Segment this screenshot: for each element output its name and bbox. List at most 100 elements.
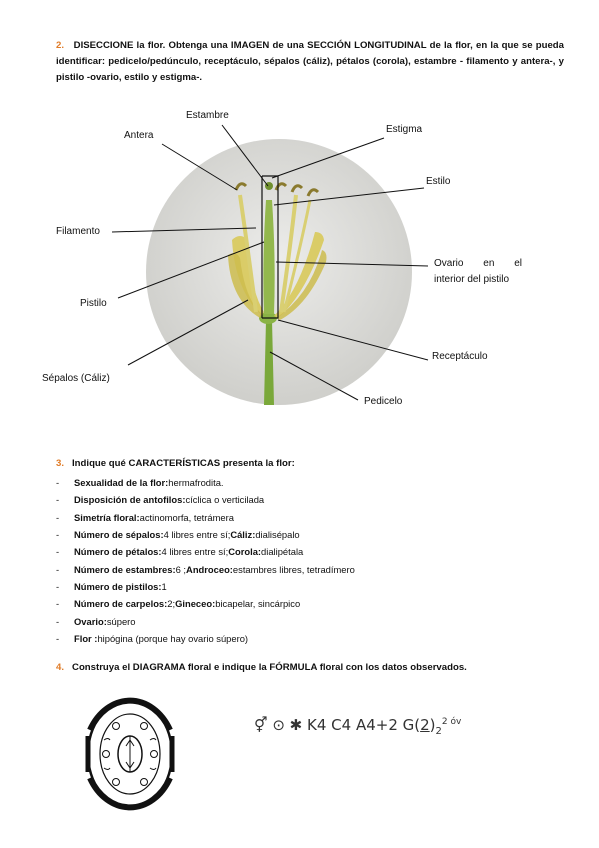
right-petal — [276, 250, 327, 320]
list-item: -Número de pétalos: 4 libres entre sí; C… — [56, 546, 304, 558]
item-value: súpero — [106, 615, 136, 627]
left-sepal — [232, 236, 264, 316]
diagram-stamen — [112, 722, 120, 730]
stamen-filament-right — [279, 194, 298, 313]
line-estilo — [273, 187, 425, 206]
item-value-2: dialisépalo — [255, 529, 300, 541]
item-value: 2; — [167, 598, 176, 610]
item-value: cíclica o verticilada — [185, 494, 265, 506]
symmetry-icon: ⊙ ✱ — [272, 716, 303, 734]
section-2-text: DISECCIONE la flor. Obtenga una IMAGEN d… — [56, 40, 564, 83]
item-value-2: bicapelar, sincárpico — [215, 598, 301, 610]
section-2-number: 2. — [56, 40, 65, 51]
item-key: Sexualidad de la flor: — [74, 477, 169, 489]
label-pedicelo: Pedicelo — [364, 396, 403, 407]
list-item: -Simetría floral: actinomorfa, tetrámera — [56, 511, 234, 523]
list-item: -Disposición de antofilos: cíclica o ver… — [56, 494, 265, 506]
section-4-title-text: Construya el DIAGRAMA floral e indique l… — [72, 662, 467, 673]
item-value: actinomorfa, tetrámera — [139, 511, 234, 523]
item-key: Número de estambres: — [74, 563, 176, 575]
line-pistilo — [117, 241, 265, 299]
hermaphrodite-icon: ⚥ — [254, 716, 268, 734]
anther-center — [274, 182, 288, 191]
formula-close: ) — [429, 716, 436, 734]
formula-carpels: 2 — [420, 716, 430, 734]
floral-diagram — [85, 697, 175, 811]
stamen-filament-left — [238, 194, 258, 313]
diagram-stamen — [140, 722, 148, 730]
left-petal — [228, 253, 262, 318]
list-item: -Número de sépalos: 4 libres entre sí; C… — [56, 529, 300, 541]
label-ovario-el: el — [514, 258, 522, 269]
anther-right-2 — [306, 188, 320, 197]
label-ovario-word: Ovario — [434, 258, 464, 269]
pistil-bracket — [261, 175, 279, 319]
pistil-shape — [263, 200, 275, 314]
diagram-stamen — [102, 750, 110, 758]
item-key: Número de sépalos: — [74, 529, 164, 541]
diagram-sepal-top — [87, 697, 173, 732]
label-receptaculo: Receptáculo — [432, 351, 488, 362]
item-key: Número de carpelos: — [74, 598, 168, 610]
item-value-2: dialipétala — [261, 546, 304, 558]
label-ovario-line2: interior del pistilo — [434, 274, 510, 285]
right-sepal — [274, 232, 324, 318]
item-key: Ovario: — [74, 615, 107, 627]
item-value: 6 ; — [175, 563, 187, 575]
item-value: 4 libres entre sí; — [161, 546, 229, 558]
diagram-arrows — [125, 739, 135, 769]
item-key-2: Corola: — [228, 546, 262, 558]
list-item: -Número de pistilos: 1 — [56, 580, 167, 592]
floral-formula: ⚥ ⊙ ✱ K4 C4 A4+2 G(2)22 óv — [254, 716, 461, 737]
list-item: -Sexualidad de la flor: hermafrodita. — [56, 477, 224, 489]
label-ovario-en: en — [483, 258, 495, 269]
label-filamento: Filamento — [56, 226, 100, 237]
item-key: Número de pétalos: — [74, 546, 162, 558]
diagram-petals — [103, 738, 157, 770]
line-estigma — [271, 137, 385, 179]
formula-sup: 2 óv — [441, 717, 462, 727]
diagram-stamen — [140, 778, 148, 786]
item-key: Disposición de antofilos: — [74, 494, 186, 506]
diagram-petal-ring — [99, 713, 161, 795]
anther-right — [290, 184, 304, 193]
item-value: hermafrodita. — [168, 477, 224, 489]
item-key: Flor : — [74, 632, 98, 644]
list-item: -Número de estambres: 6 ; Androceo: esta… — [56, 563, 355, 575]
line-pedicelo — [269, 351, 359, 401]
line-receptaculo — [277, 319, 429, 361]
stamen-filament-right-2 — [282, 199, 312, 313]
label-sepalos: Sépalos (Cáliz) — [42, 373, 110, 384]
line-filamento — [111, 227, 257, 233]
section-4-number: 4. — [56, 662, 65, 673]
line-antera — [161, 143, 238, 191]
anther-left — [234, 182, 248, 191]
label-estambre: Estambre — [186, 110, 229, 121]
item-key-2: Gineceo: — [175, 598, 216, 610]
item-value: 1 — [161, 580, 167, 592]
label-antera: Antera — [124, 130, 154, 141]
item-value: hipógina (porque hay ovario súpero) — [97, 632, 249, 644]
formula-main: K4 C4 A4+2 G( — [307, 716, 421, 734]
list-item: -Ovario: súpero — [56, 615, 136, 627]
section-3-title: 3. Indique qué CARACTERÍSTICAS presenta … — [56, 458, 295, 469]
characteristics-list: -Sexualidad de la flor: hermafrodita. -D… — [56, 474, 355, 647]
list-item: -Flor : hipógina (porque hay ovario súpe… — [56, 632, 249, 644]
diagram-sepal-bottom — [87, 776, 173, 811]
line-sepalos — [127, 299, 249, 366]
diagram-stamen — [150, 750, 158, 758]
section-4-title: 4. Construya el DIAGRAMA floral e indiqu… — [56, 662, 467, 673]
section-2-paragraph: 2. DISECCIONE la flor. Obtenga una IMAGE… — [56, 38, 564, 86]
pedicel-shape — [264, 320, 274, 405]
formula-sub: 2 — [435, 726, 442, 737]
line-ovario — [275, 261, 429, 267]
label-pistilo: Pistilo — [80, 298, 107, 309]
item-key-2: Cáliz: — [230, 529, 256, 541]
item-value: 4 libres entre sí; — [163, 529, 231, 541]
item-key: Simetría floral: — [74, 511, 140, 523]
item-key-2: Androceo: — [186, 563, 233, 575]
label-ovario: Ovario en el interior del pistilo — [434, 256, 522, 288]
line-estambre — [221, 124, 269, 187]
label-estilo: Estilo — [426, 176, 451, 187]
list-item: -Número de carpelos: 2; Gineceo: bicapel… — [56, 598, 301, 610]
